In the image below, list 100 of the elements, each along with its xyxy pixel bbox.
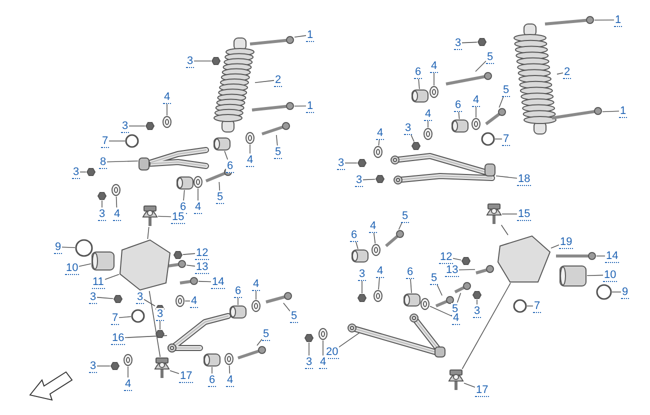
callout-number: 5 — [290, 310, 298, 322]
callout-number: 3 — [358, 268, 366, 280]
leader-line — [594, 20, 614, 21]
callout-number: 6 — [226, 160, 234, 172]
callout-number: 1 — [306, 28, 314, 42]
callout-number: 4 — [124, 378, 132, 390]
bolt — [556, 252, 596, 260]
callout-number: 4 — [252, 278, 260, 290]
nut — [110, 362, 120, 370]
leader-line — [228, 365, 230, 374]
alignment-line — [462, 282, 511, 370]
ball-joint-drawing — [154, 358, 170, 378]
bolt — [266, 292, 292, 304]
bushing — [214, 138, 230, 150]
leader-line — [418, 78, 420, 90]
bushing — [230, 306, 246, 318]
washer — [162, 116, 172, 128]
callout-number: 8 — [99, 156, 108, 168]
leader-line — [476, 299, 478, 305]
leader-line — [462, 42, 478, 44]
callout-number: 4 — [376, 126, 384, 140]
washer — [224, 353, 234, 365]
nut — [472, 291, 482, 299]
callout-number: 3 — [136, 290, 144, 304]
callout-number: 11 — [92, 276, 105, 288]
callout-number: 7 — [101, 134, 110, 148]
nut — [173, 251, 183, 259]
leader-line — [186, 264, 196, 267]
callout-number: 3 — [454, 36, 462, 50]
steering-knuckle-drawing — [119, 239, 171, 291]
callout-number: 3 — [186, 54, 194, 68]
washer — [124, 354, 132, 366]
nut — [211, 57, 221, 65]
snap-ring — [125, 134, 139, 148]
washer — [420, 298, 430, 310]
washer — [372, 244, 380, 256]
callout-number: 1 — [614, 14, 622, 26]
control-arm-drawing — [348, 314, 446, 358]
leader-line — [184, 300, 190, 302]
callout-number: 7 — [533, 300, 542, 312]
callout-number: 4 — [430, 60, 438, 72]
control-arm-drawing — [168, 313, 231, 352]
bushing — [204, 354, 220, 366]
callout-number: 7 — [502, 132, 510, 146]
snap-ring — [596, 284, 612, 300]
leader-line — [556, 72, 564, 75]
callout-number: 5 — [430, 272, 438, 284]
callout-number: 4 — [194, 200, 202, 214]
leader-line — [256, 338, 262, 346]
nut — [155, 330, 165, 338]
nut — [145, 122, 155, 130]
bolt — [485, 108, 506, 126]
washer — [430, 86, 438, 98]
callout-number: 9 — [54, 240, 62, 254]
bushing — [176, 176, 194, 190]
callout-number: 4 — [246, 154, 254, 166]
callout-number: 5 — [401, 210, 410, 222]
callout-number: 20 — [325, 346, 340, 358]
callout-number: 13 — [445, 264, 460, 276]
callout-number: 2 — [563, 66, 572, 78]
leader-line — [170, 370, 180, 374]
callout-number: 3 — [305, 356, 314, 368]
bushing — [404, 294, 420, 306]
nut — [113, 295, 123, 303]
callout-number: 6 — [208, 374, 216, 386]
callout-number: 6 — [414, 66, 422, 78]
callout-number: 7 — [111, 312, 120, 324]
washer — [374, 290, 382, 302]
callout-number: 3 — [355, 174, 364, 186]
leader-line — [124, 335, 168, 338]
wheel-bearing — [560, 266, 586, 286]
callout-number: 9 — [621, 286, 630, 298]
bolt — [385, 230, 404, 248]
callout-number: 4 — [376, 264, 384, 278]
callout-number: 4 — [163, 90, 172, 104]
callout-number: 10 — [65, 262, 80, 274]
nut — [86, 168, 96, 176]
leader-line — [458, 269, 476, 270]
leader-line — [218, 182, 220, 191]
callout-number: 2 — [274, 74, 282, 86]
leader-line — [62, 246, 76, 248]
callout-number: 12 — [195, 246, 210, 260]
bushing — [352, 250, 368, 262]
shock-absorber-drawing — [214, 38, 254, 132]
callout-number: 6 — [406, 266, 414, 278]
leader-line — [254, 80, 274, 84]
callout-number: 6 — [234, 284, 242, 298]
washer — [194, 176, 202, 188]
callout-number: 18 — [517, 172, 532, 186]
alignment-line — [147, 226, 150, 240]
bolt — [435, 296, 454, 308]
snap-ring — [513, 299, 527, 313]
bolt — [250, 36, 294, 46]
bolt — [180, 277, 198, 285]
ball-joint-drawing — [448, 370, 464, 390]
control-arm-drawing — [138, 147, 209, 170]
bolt — [446, 72, 492, 86]
steering-knuckle-drawing — [497, 235, 551, 282]
callout-number: 5 — [502, 84, 510, 96]
callout-number: 19 — [559, 236, 574, 248]
